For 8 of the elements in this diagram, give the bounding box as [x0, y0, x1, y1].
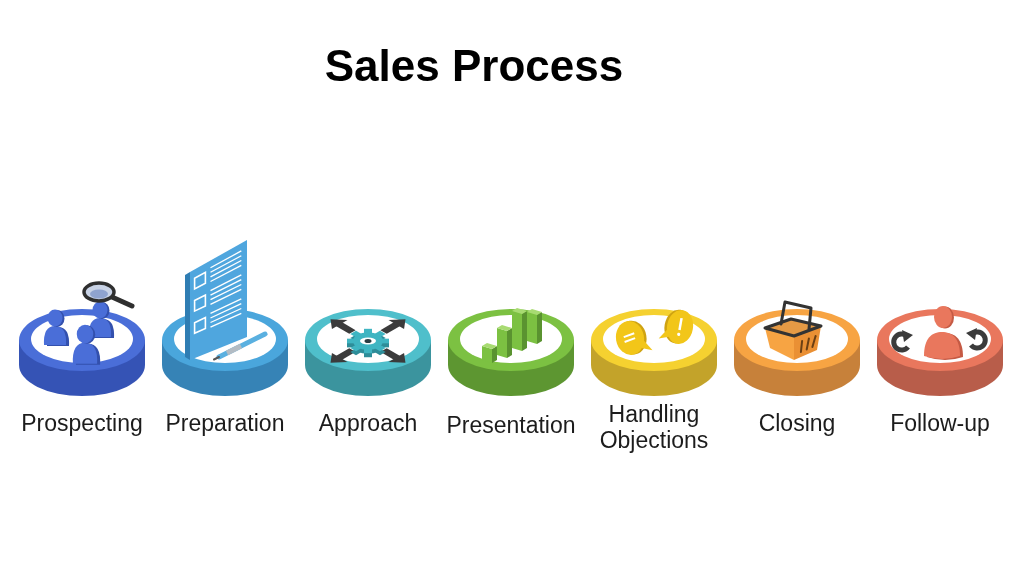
- step-label: Closing: [758, 410, 836, 436]
- title: Sales Process: [324, 41, 624, 91]
- step-label: Handling Objections: [599, 401, 709, 453]
- step-label: Approach: [318, 410, 418, 436]
- step-label: Follow-up: [889, 410, 991, 436]
- step-label: Preparation: [165, 410, 285, 436]
- step-label: Presentation: [445, 412, 577, 438]
- step-label: Prospecting: [20, 410, 144, 436]
